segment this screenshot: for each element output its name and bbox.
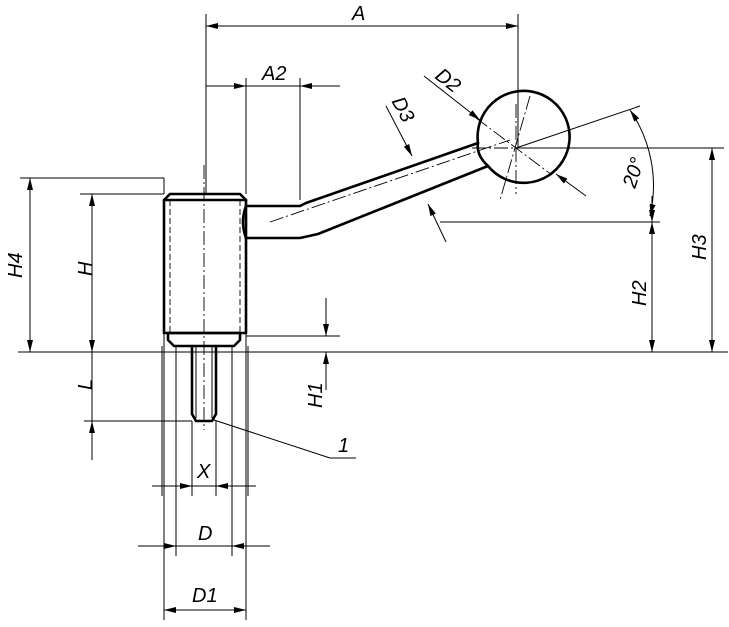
ball-knob: [476, 89, 571, 185]
hub-body: [162, 192, 248, 335]
label-L: L: [75, 379, 97, 390]
label-H4: H4: [5, 252, 27, 278]
dim-D3: [385, 105, 413, 157]
center-lines: [169, 95, 560, 430]
lever-arm-root: [241, 204, 248, 240]
lever-arm-top: [244, 141, 480, 208]
dimension-labels: A A2 D2 D3 20° H4 H H3 H2 H1 L 1 X D D1: [5, 3, 711, 607]
clamping-lever-outline: [162, 89, 571, 423]
hub-collar: [166, 331, 242, 348]
label-A: A: [351, 3, 365, 25]
label-A2: A2: [261, 63, 286, 85]
label-X: X: [196, 461, 211, 483]
label-D: D: [198, 523, 212, 545]
label-H1: H1: [305, 382, 327, 408]
label-angle: 20°: [619, 155, 650, 192]
label-D2: D2: [431, 64, 465, 97]
label-D1: D1: [192, 585, 218, 607]
label-callout-1: 1: [338, 435, 349, 457]
dim-angle-arc: [629, 109, 656, 217]
dimension-lines: [27, 23, 715, 613]
lever-arm-bottom: [244, 164, 490, 240]
label-D3: D3: [387, 93, 418, 126]
callout-leader: [213, 419, 331, 459]
dim-D2: [423, 75, 481, 121]
extension-lines: [18, 14, 728, 620]
label-H3: H3: [689, 234, 711, 260]
label-H: H: [75, 261, 97, 276]
label-H2: H2: [629, 280, 651, 306]
